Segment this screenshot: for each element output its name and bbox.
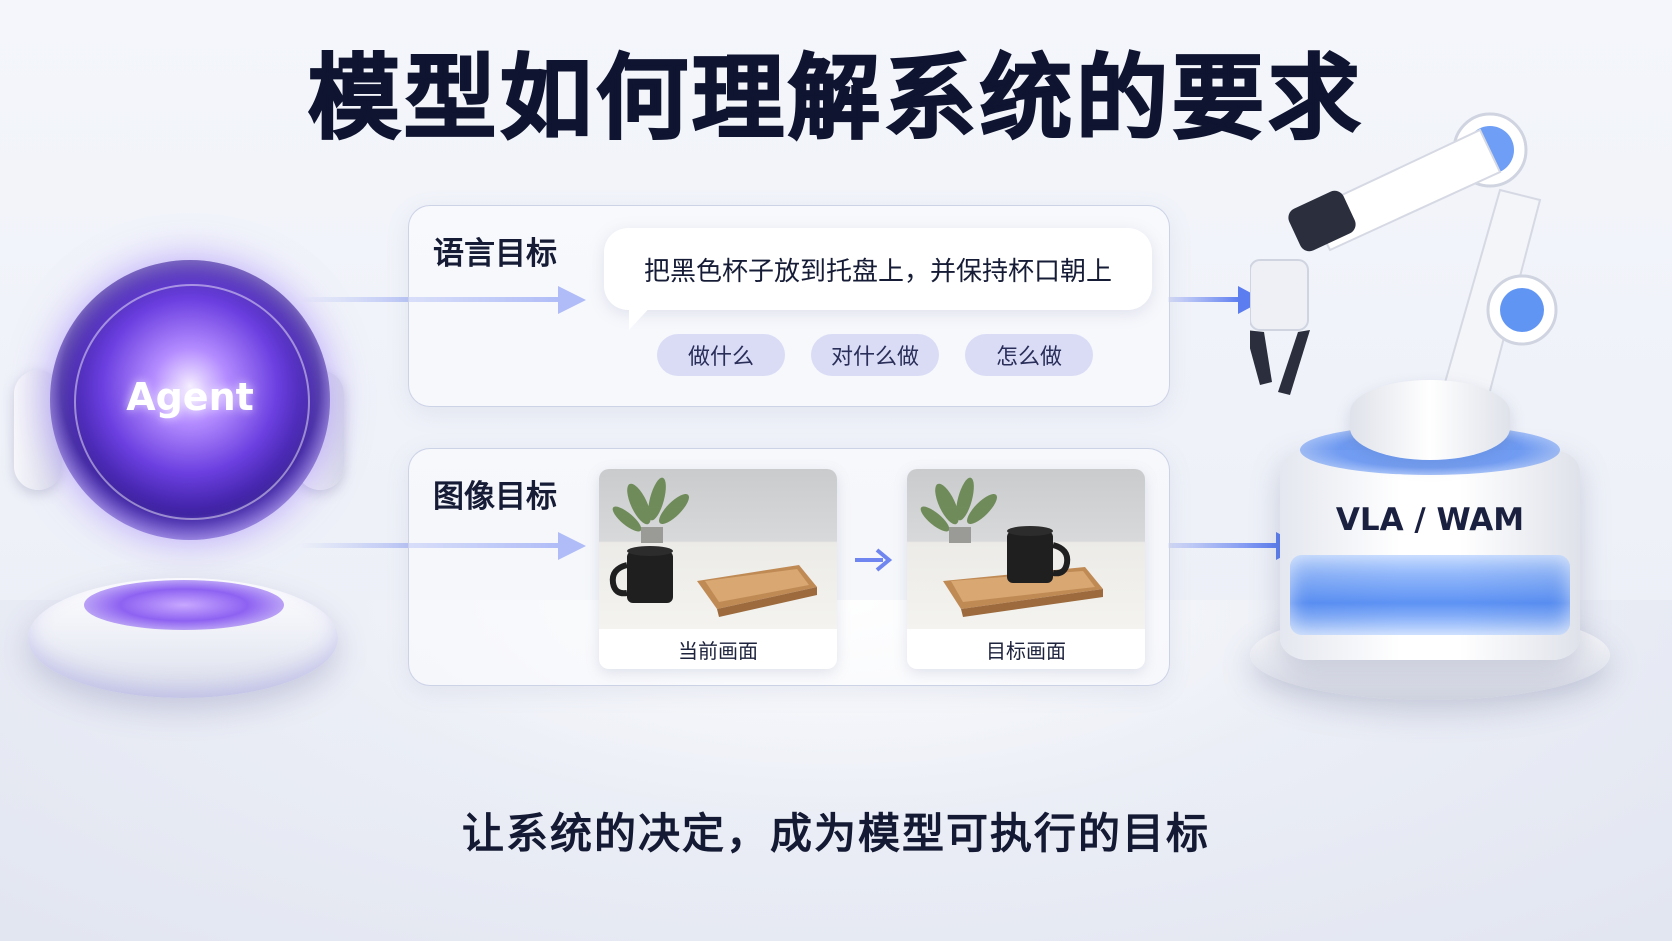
page-title: 模型如何理解系统的要求	[307, 44, 1364, 153]
arrow-to-language-icon	[300, 286, 586, 314]
target-frame-image	[907, 469, 1145, 629]
current-frame-image	[599, 469, 837, 629]
image-goal-panel: 图像目标 当前画面	[408, 448, 1170, 686]
current-frame-card: 当前画面	[599, 469, 837, 669]
robot-arm: VLA / WAM	[1245, 110, 1670, 750]
target-scene-icon	[920, 477, 1103, 617]
agent-label: Agent	[126, 375, 254, 419]
goal-chips: 做什么 对什么做 怎么做	[657, 334, 1093, 376]
bubble-tail	[629, 302, 655, 330]
page-subtitle: 让系统的决定，成为模型可执行的目标	[461, 809, 1210, 858]
current-frame-caption: 当前画面	[678, 638, 758, 663]
robot-turret	[1350, 380, 1510, 460]
robot-label: VLA / WAM	[1335, 502, 1525, 538]
frame-transition-arrow-icon	[855, 548, 893, 572]
chip-how: 怎么做	[965, 334, 1093, 376]
agent-orb: Agent	[14, 260, 354, 700]
robot-glass-ring	[1290, 555, 1570, 635]
language-goal-panel: 语言目标 把黑色杯子放到托盘上，并保持杯口朝上 做什么 对什么做 怎么做	[408, 205, 1170, 407]
arrow-to-image-icon	[300, 532, 586, 560]
chip-on-what: 对什么做	[811, 334, 939, 376]
target-frame-caption: 目标画面	[986, 638, 1066, 663]
image-goal-label: 图像目标	[433, 479, 557, 515]
instruction-bubble: 把黑色杯子放到托盘上，并保持杯口朝上	[604, 228, 1152, 310]
agent-base-glow	[84, 580, 284, 630]
agent-ring	[74, 284, 310, 520]
target-frame-card: 目标画面	[907, 469, 1145, 669]
current-scene-icon	[609, 477, 817, 617]
language-goal-label: 语言目标	[433, 236, 557, 272]
robot-arm-links-icon	[1245, 112, 1558, 412]
chip-what: 做什么	[657, 334, 785, 376]
